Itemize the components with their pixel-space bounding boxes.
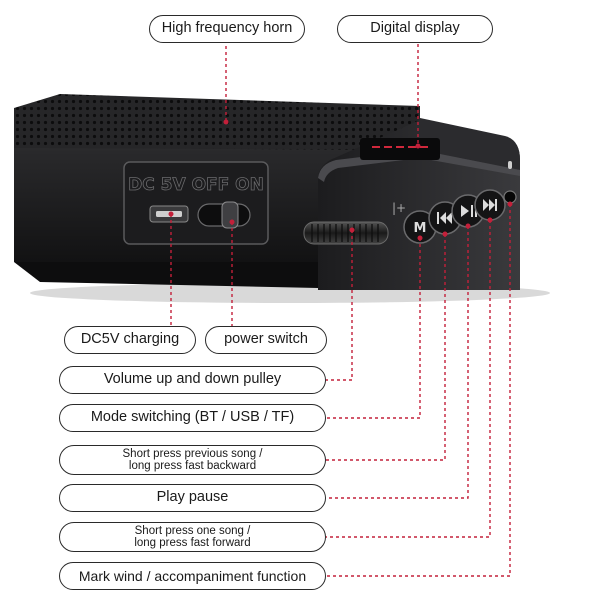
- leader-lines: [170, 40, 511, 577]
- volume-wheel: [303, 221, 389, 245]
- top-grille: [14, 94, 420, 150]
- next-track-icon: [483, 199, 497, 211]
- callout-previous-song-line1: Short press previous song /: [122, 447, 263, 460]
- microphone-icon: [508, 161, 512, 169]
- mic-jack: [503, 161, 517, 204]
- callout-next-song-line1: Short press one song /: [134, 524, 251, 537]
- callout-previous-song-line2: long press fast backward: [128, 460, 257, 472]
- callout-dc5v-charging: DC5V charging: [64, 326, 196, 354]
- callout-high-frequency-horn: High frequency horn: [149, 15, 305, 43]
- svg-text:M: M: [414, 221, 427, 236]
- callout-digital-display: Digital display: [337, 15, 493, 43]
- callout-previous-song: Short press previous song / long press f…: [59, 445, 326, 475]
- mode-button: M: [403, 210, 437, 244]
- svg-text:|+: |+: [392, 201, 406, 215]
- display-digits: [372, 146, 428, 148]
- callout-power-switch: power switch: [205, 326, 327, 354]
- previous-track-icon: [437, 212, 452, 224]
- callout-next-song-line2: long press fast forward: [134, 537, 251, 549]
- callout-mode-switching: Mode switching (BT / USB / TF): [59, 404, 326, 432]
- panel-label: DC 5V OFF ON: [128, 175, 264, 195]
- power-switch-knob: [221, 201, 239, 229]
- next-track-button: [474, 189, 506, 221]
- digital-display-window: [360, 138, 440, 160]
- leader-dots: [168, 119, 513, 241]
- callout-volume-pulley: Volume up and down pulley: [59, 366, 326, 394]
- mode-icon: M: [414, 221, 427, 236]
- callout-next-song: Short press one song / long press fast f…: [59, 522, 326, 552]
- callout-play-pause: Play pause: [59, 484, 326, 512]
- callout-mark-wind: Mark wind / accompaniment function: [59, 562, 326, 590]
